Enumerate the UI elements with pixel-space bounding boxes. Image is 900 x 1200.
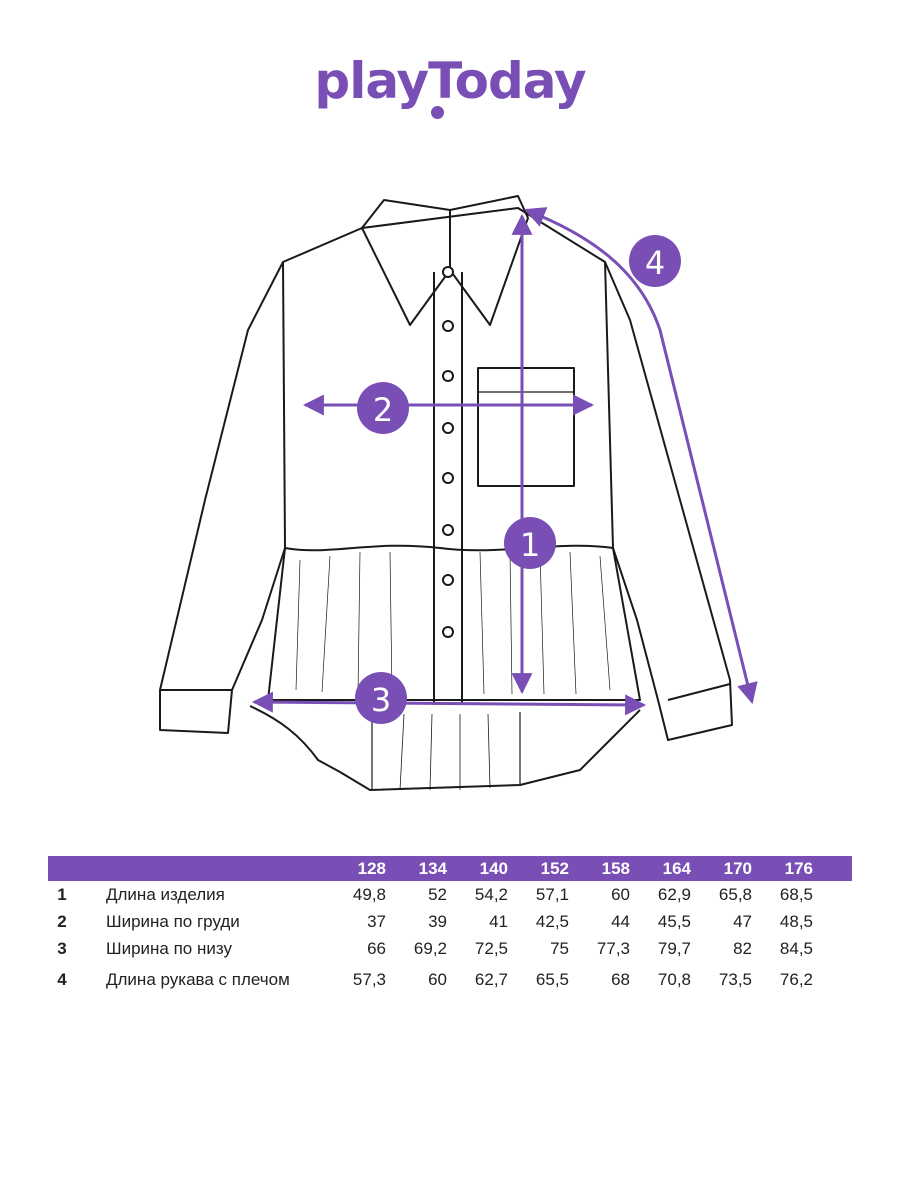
button xyxy=(442,472,454,484)
shirt-body xyxy=(267,207,641,701)
measure-value: 73,5 xyxy=(718,969,752,989)
measure-value: 48,5 xyxy=(779,911,813,931)
marker-2: 2 xyxy=(357,382,409,434)
svg-text:1: 1 xyxy=(520,526,540,564)
size-table: 128 134 140 152 158 164 170 176 1 Длина … xyxy=(48,856,852,993)
measure-name: Длина рукава с плечом xyxy=(106,969,290,989)
measure-value: 57,1 xyxy=(535,884,569,904)
measure-sleeve-line xyxy=(524,207,758,705)
right-sleeve xyxy=(604,261,733,741)
svg-text:4: 4 xyxy=(645,244,665,282)
size-header: 140 xyxy=(479,858,508,878)
table-row: 3 Ширина по низу 66 69,2 72,5 75 77,3 79… xyxy=(48,935,852,962)
measure-value: 60 xyxy=(611,884,630,904)
size-header: 158 xyxy=(601,858,630,878)
measure-value: 52 xyxy=(428,884,447,904)
size-header: 128 xyxy=(357,858,386,878)
measure-hem-line xyxy=(251,691,647,716)
measure-value: 77,3 xyxy=(596,938,630,958)
svg-text:3: 3 xyxy=(371,681,391,719)
measure-value: 42,5 xyxy=(535,911,569,931)
left-sleeve xyxy=(159,261,286,734)
measure-value: 62,9 xyxy=(657,884,691,904)
measure-value: 47 xyxy=(733,911,752,931)
measure-value: 37 xyxy=(367,911,386,931)
size-header-row: 128 134 140 152 158 164 170 176 xyxy=(48,856,852,881)
measure-name: Ширина по низу xyxy=(106,938,232,958)
chest-pocket xyxy=(477,367,575,487)
measure-value: 62,7 xyxy=(474,969,508,989)
button xyxy=(442,266,454,278)
marker-1: 1 xyxy=(504,517,556,569)
measure-value: 39 xyxy=(428,911,447,931)
measure-value: 45,5 xyxy=(657,911,691,931)
measure-value: 79,7 xyxy=(657,938,691,958)
placket xyxy=(433,272,463,705)
size-header: 176 xyxy=(784,858,813,878)
measure-name: Длина изделия xyxy=(106,884,225,904)
button xyxy=(442,320,454,332)
marker-3: 3 xyxy=(355,672,407,724)
measure-value: 57,3 xyxy=(352,969,386,989)
measure-value: 68 xyxy=(611,969,630,989)
row-number: 2 xyxy=(57,911,67,931)
measure-name: Ширина по груди xyxy=(106,911,240,931)
measure-value: 66 xyxy=(367,938,386,958)
back-hem xyxy=(249,705,641,791)
measure-value: 82 xyxy=(733,938,752,958)
measure-value: 44 xyxy=(611,911,630,931)
measure-value: 60 xyxy=(428,969,447,989)
button xyxy=(442,626,454,638)
button xyxy=(442,422,454,434)
measure-value: 49,8 xyxy=(352,884,386,904)
row-number: 4 xyxy=(57,969,67,989)
measure-value: 75 xyxy=(550,938,569,958)
table-row: 1 Длина изделия 49,8 52 54,2 57,1 60 62,… xyxy=(48,881,852,908)
collar xyxy=(361,195,529,326)
button xyxy=(442,370,454,382)
size-header: 134 xyxy=(418,858,447,878)
measure-value: 41 xyxy=(489,911,508,931)
table-row: 4 Длина рукава с плечом 57,3 60 62,7 65,… xyxy=(48,966,852,993)
measure-value: 70,8 xyxy=(657,969,691,989)
shirt-sketch: 1 2 3 4 xyxy=(159,195,758,791)
button xyxy=(442,574,454,586)
row-number: 3 xyxy=(57,938,67,958)
measure-value: 84,5 xyxy=(779,938,813,958)
measure-value: 65,5 xyxy=(535,969,569,989)
measure-value: 54,2 xyxy=(474,884,508,904)
size-header: 152 xyxy=(540,858,569,878)
measure-value: 72,5 xyxy=(474,938,508,958)
svg-text:2: 2 xyxy=(373,391,393,429)
measure-value: 65,8 xyxy=(718,884,752,904)
logo-dot xyxy=(431,106,444,119)
row-number: 1 xyxy=(57,884,67,904)
button xyxy=(442,524,454,536)
marker-4: 4 xyxy=(629,235,681,287)
size-header: 164 xyxy=(662,858,691,878)
measure-value: 68,5 xyxy=(779,884,813,904)
measure-value: 76,2 xyxy=(779,969,813,989)
brand-logo: playToday xyxy=(314,52,586,110)
table-row: 2 Ширина по груди 37 39 41 42,5 44 45,5 … xyxy=(48,908,852,935)
measure-value: 69,2 xyxy=(413,938,447,958)
size-header: 170 xyxy=(723,858,752,878)
